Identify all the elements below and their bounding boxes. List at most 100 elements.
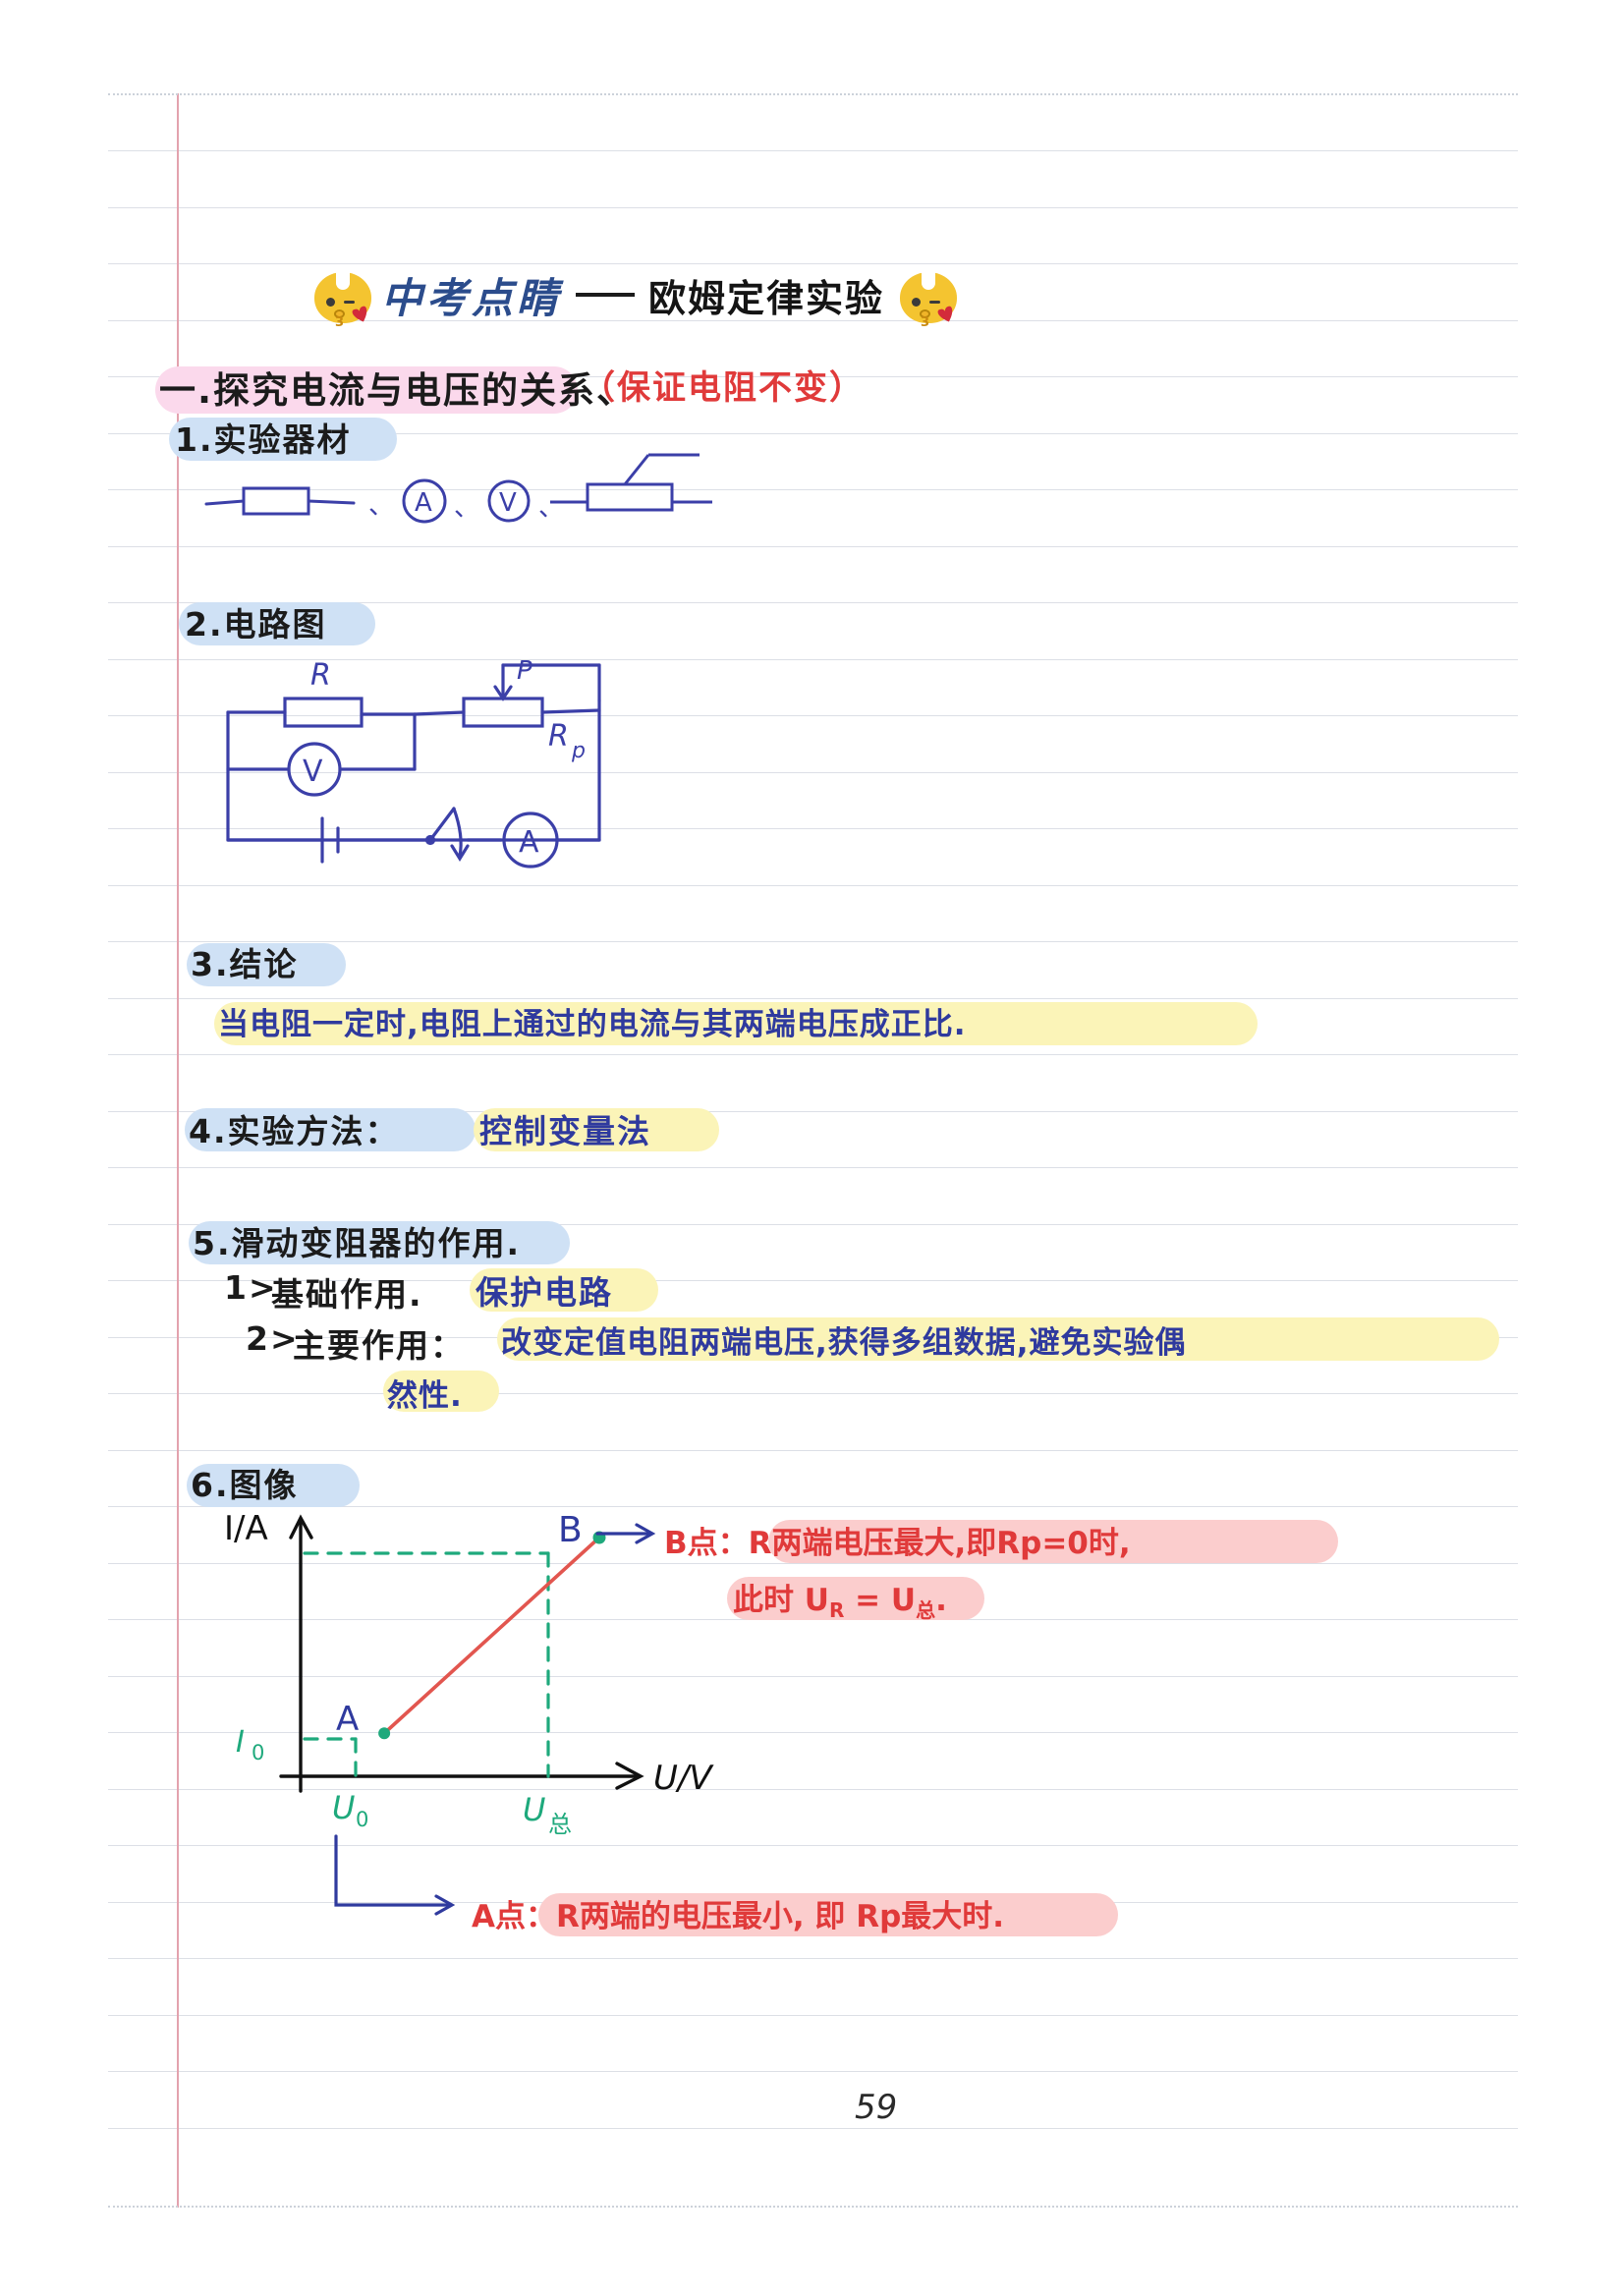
rule-line — [108, 263, 1518, 264]
svg-text:V: V — [499, 488, 517, 518]
sub-heading-4: 4.实验方法： — [189, 1112, 400, 1150]
sub4-value: 控制变量法 — [479, 1112, 651, 1150]
x-tick-U0: U — [332, 1789, 355, 1826]
annotation-a-text: A点：R两端的电压最小, 即 Rp最大时. — [472, 1899, 1005, 1934]
apparatus-symbols: 、 A 、 V 、 — [204, 478, 564, 524]
section-1-heading: 一.探究电流与电压的关系、 — [159, 369, 636, 412]
annotation-b-highlight-2 — [727, 1577, 984, 1620]
rule-line — [108, 206, 1518, 208]
rule-line — [108, 1393, 1518, 1394]
sub5-item-1-value: 保护电路 — [476, 1273, 613, 1312]
sub-heading-2: 2.电路图 — [185, 605, 327, 644]
sub6-highlight — [187, 1464, 360, 1507]
sub5-item-2-value-highlight2 — [383, 1371, 499, 1412]
sub-heading-3: 3.结论 — [191, 945, 299, 983]
page-bottom-border — [108, 2206, 1518, 2208]
title-dash — [576, 293, 636, 297]
sub5-item-2-marker: 2> — [246, 1319, 300, 1358]
svg-text:、: 、 — [454, 493, 479, 523]
rule-line — [108, 489, 1518, 490]
rule-line — [108, 1675, 1518, 1677]
sub2-highlight — [179, 602, 375, 645]
title-topic: 欧姆定律实验 — [648, 276, 885, 320]
sub5-item-2-value-line2: 然性. — [387, 1378, 463, 1414]
annotation-b-text: 此时 U — [733, 1583, 829, 1618]
rabbit-kiss-emoji-left: 3 — [314, 264, 371, 330]
sub-heading-6: 6.图像 — [191, 1466, 299, 1504]
sub5-item-2-value-line1: 改变定值电阻两端电压,获得多组数据,避免实验偶 — [501, 1325, 1187, 1361]
title-script: 中考点睛 — [381, 273, 563, 322]
circuit-label-R: R — [310, 658, 331, 693]
point-b-label: B — [558, 1510, 583, 1550]
circuit-label-A: A — [519, 825, 539, 860]
rule-line — [108, 2071, 1518, 2072]
rule-line — [108, 1958, 1518, 1959]
conclusion-text: 当电阻一定时,电阻上通过的电流与其两端电压成正比. — [218, 1007, 967, 1042]
conclusion-highlight — [214, 1002, 1258, 1045]
svg-text:A: A — [415, 488, 432, 518]
rule-line — [108, 658, 1518, 660]
page-title: 3 中考点睛 欧姆定律实验 3 — [314, 260, 1100, 330]
sub-heading-1: 1.实验器材 — [175, 420, 352, 459]
annotation-b-eq: = U — [844, 1583, 917, 1618]
heading-highlight — [155, 366, 578, 414]
rheostat-symbol — [550, 453, 712, 512]
rule-line — [108, 2127, 1518, 2129]
svg-text:、: 、 — [368, 491, 394, 521]
annotation-a-arrow — [334, 1834, 456, 1916]
b-arrow — [595, 1523, 656, 1544]
x-tick-Utotal: U — [523, 1791, 545, 1828]
rule-line — [108, 1280, 1518, 1281]
sub5-item-1-marker: 1> — [224, 1268, 278, 1307]
rule-line — [108, 884, 1518, 886]
svg-text:p: p — [571, 739, 586, 763]
sub5-item-1-value-highlight — [470, 1268, 658, 1312]
rule-line — [108, 771, 1518, 773]
page-number: 59 — [855, 2088, 898, 2127]
sub4-value-highlight — [474, 1108, 719, 1151]
sub1-highlight — [169, 418, 397, 461]
sub5-item-1-label: 基础作用. — [271, 1275, 423, 1314]
iu-graph: I/A U/V A B I 0 U 0 U 总 — [224, 1509, 714, 1838]
svg-text:、: 、 — [538, 493, 564, 523]
rule-line — [108, 1054, 1518, 1055]
rule-line — [108, 319, 1518, 321]
page-top-border — [108, 93, 1518, 95]
rule-line — [108, 150, 1518, 151]
sub-heading-5: 5.滑动变阻器的作用. — [193, 1224, 522, 1262]
annotation-b-period: . — [935, 1583, 947, 1618]
section-1-note: （保证电阻不变） — [582, 368, 865, 408]
annotation-a-highlight — [538, 1893, 1118, 1936]
annotation-b-highlight-1 — [768, 1520, 1338, 1563]
sub5-item-2-label: 主要作用： — [293, 1326, 465, 1365]
rule-line — [108, 1732, 1518, 1733]
rule-line — [108, 1110, 1518, 1112]
margin-line — [177, 93, 179, 2208]
circuit-label-V: V — [303, 755, 323, 789]
sub5-highlight — [189, 1221, 570, 1264]
sub3-highlight — [187, 943, 346, 986]
circuit-diagram: R P R p V A — [226, 656, 601, 868]
annotation-b-sub-total: 总 — [916, 1598, 936, 1623]
rule-line — [108, 997, 1518, 999]
rule-line — [108, 545, 1518, 547]
y-tick-I0: I — [236, 1725, 245, 1760]
circuit-label-Rp: R — [548, 719, 569, 754]
rule-line — [108, 1845, 1518, 1846]
svg-text:总: 总 — [548, 1811, 572, 1838]
svg-text:0: 0 — [252, 1741, 264, 1764]
rule-line — [108, 1167, 1518, 1168]
annotation-b-sub-r: R — [828, 1598, 845, 1623]
circuit-label-P: P — [517, 656, 532, 686]
rule-line — [108, 715, 1518, 716]
annotation-b-line1: B点：R两端电压最大,即Rp=0时, — [664, 1526, 1131, 1561]
y-axis-label: I/A — [224, 1509, 268, 1548]
rule-line — [108, 602, 1518, 603]
rule-line — [108, 2014, 1518, 2016]
rule-line — [108, 376, 1518, 377]
rule-line — [108, 1449, 1518, 1451]
svg-text:0: 0 — [356, 1808, 368, 1831]
rule-line — [108, 1788, 1518, 1790]
annotation-b-line2: 此时 UR = U总. — [733, 1575, 947, 1623]
point-a-label: A — [336, 1700, 359, 1739]
